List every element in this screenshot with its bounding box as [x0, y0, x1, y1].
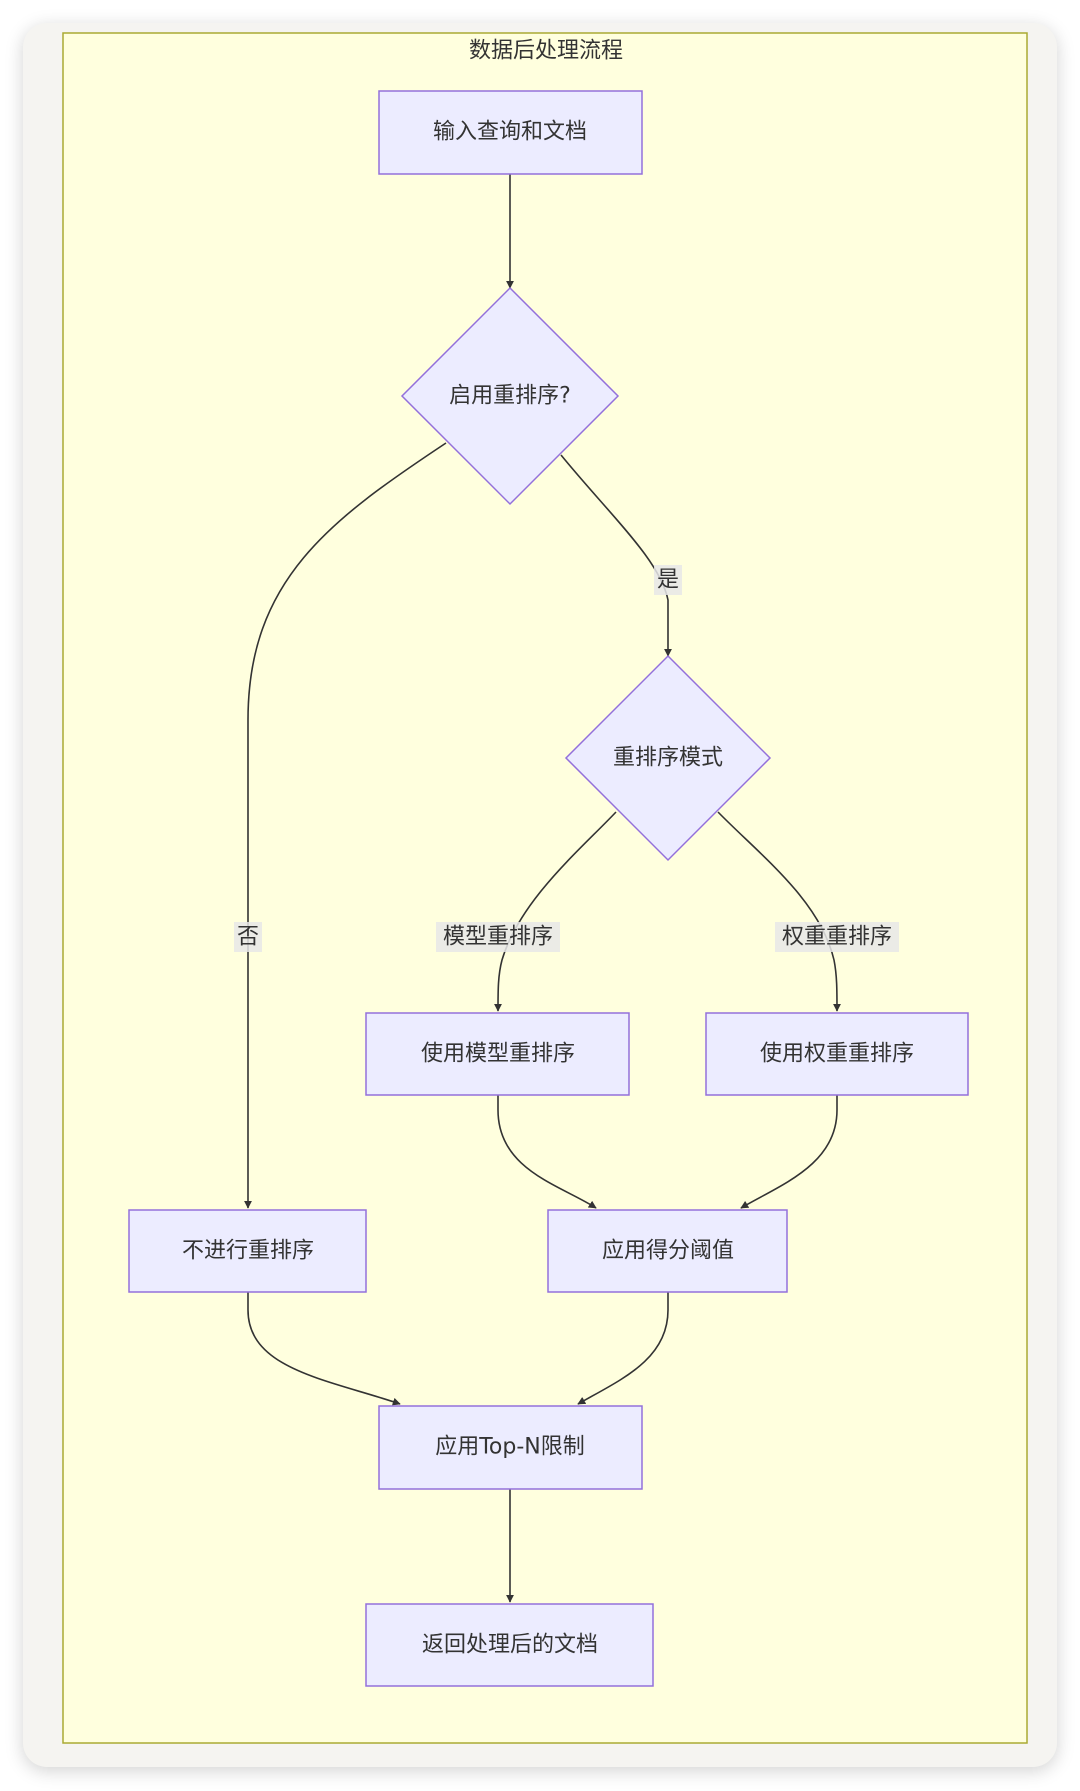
node-model-rerank-label: 使用模型重排序	[421, 1042, 575, 1067]
node-model-rerank[interactable]: 使用模型重排序	[365, 1012, 630, 1096]
edge-enable-rerank-to-no-rerank	[244, 442, 447, 1209]
node-no-rerank-label: 不进行重排序	[182, 1239, 314, 1264]
node-input-label: 输入查询和文档	[433, 120, 587, 145]
edge-label-weight-rerank-text: 权重重排序	[782, 925, 892, 950]
node-rerank-mode-decision[interactable]: 重排序模式	[564, 654, 772, 862]
cluster-title: 数据后处理流程	[469, 39, 623, 64]
edge-score-threshold-to-top-n	[577, 1292, 669, 1405]
edge-label-weight-rerank: 权重重排序	[775, 922, 899, 952]
edge-label-yes: 是	[654, 565, 682, 595]
node-score-threshold[interactable]: 应用得分阈值	[547, 1209, 788, 1293]
edge-label-model-rerank: 模型重排序	[436, 922, 560, 952]
node-enable-rerank-decision[interactable]: 启用重排序?	[400, 286, 620, 506]
edge-weight-rerank-to-score-threshold	[740, 1095, 838, 1209]
edge-label-no: 否	[234, 922, 262, 952]
edge-label-no-text: 否	[237, 925, 259, 950]
edge-label-model-rerank-text: 模型重排序	[443, 925, 553, 950]
node-return-docs-label: 返回处理后的文档	[422, 1633, 598, 1658]
node-top-n[interactable]: 应用Top-N限制	[378, 1405, 643, 1490]
node-rerank-mode-label: 重排序模式	[613, 746, 723, 771]
edge-model-rerank-to-score-threshold	[497, 1095, 597, 1209]
node-score-threshold-label: 应用得分阈值	[602, 1239, 734, 1264]
node-no-rerank[interactable]: 不进行重排序	[128, 1209, 367, 1293]
edge-label-yes-text: 是	[657, 568, 679, 593]
node-return-docs[interactable]: 返回处理后的文档	[365, 1603, 654, 1687]
edge-no-rerank-to-top-n	[247, 1292, 401, 1406]
node-weight-rerank-label: 使用权重重排序	[760, 1042, 914, 1067]
node-weight-rerank[interactable]: 使用权重重排序	[705, 1012, 969, 1096]
node-top-n-label: 应用Top-N限制	[435, 1435, 585, 1460]
node-enable-rerank-label: 启用重排序?	[449, 384, 571, 409]
node-input[interactable]: 输入查询和文档	[378, 90, 643, 175]
